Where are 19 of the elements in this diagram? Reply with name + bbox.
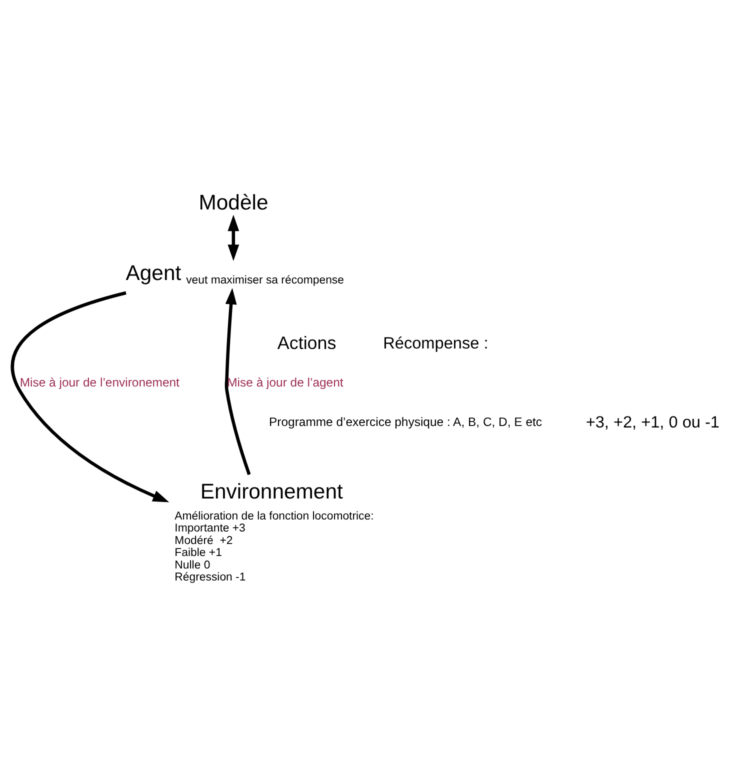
node-label: Amélioration de la fonction locomotrice: [174,510,374,522]
arrow [224,287,251,475]
arrow [228,214,240,260]
label: +3, +2, +1, 0 ou -1 [586,412,720,431]
arrow [10,290,170,502]
label: Actions [277,332,336,352]
node-text: Modèle [198,190,268,214]
node-label: Régression -1 [174,571,246,584]
node-label: Faible +1 [174,546,222,559]
label: Récompense : [383,334,488,352]
node-text: Environnement [200,480,343,504]
node-text: Agent [126,262,182,285]
edge-label: Mise à jour de l’environement [20,375,180,390]
node-label: Nulle 0 [174,558,210,571]
node-label: veut maximiser sa récompense [186,274,344,286]
node-label: Importante +3 [174,522,246,534]
label: Programme d’exercice physique : A, B, C, D, E etc [269,414,542,429]
node-label: Modéré +2 [174,534,233,546]
edge-label: Mise à jour de l’agent [227,375,344,390]
